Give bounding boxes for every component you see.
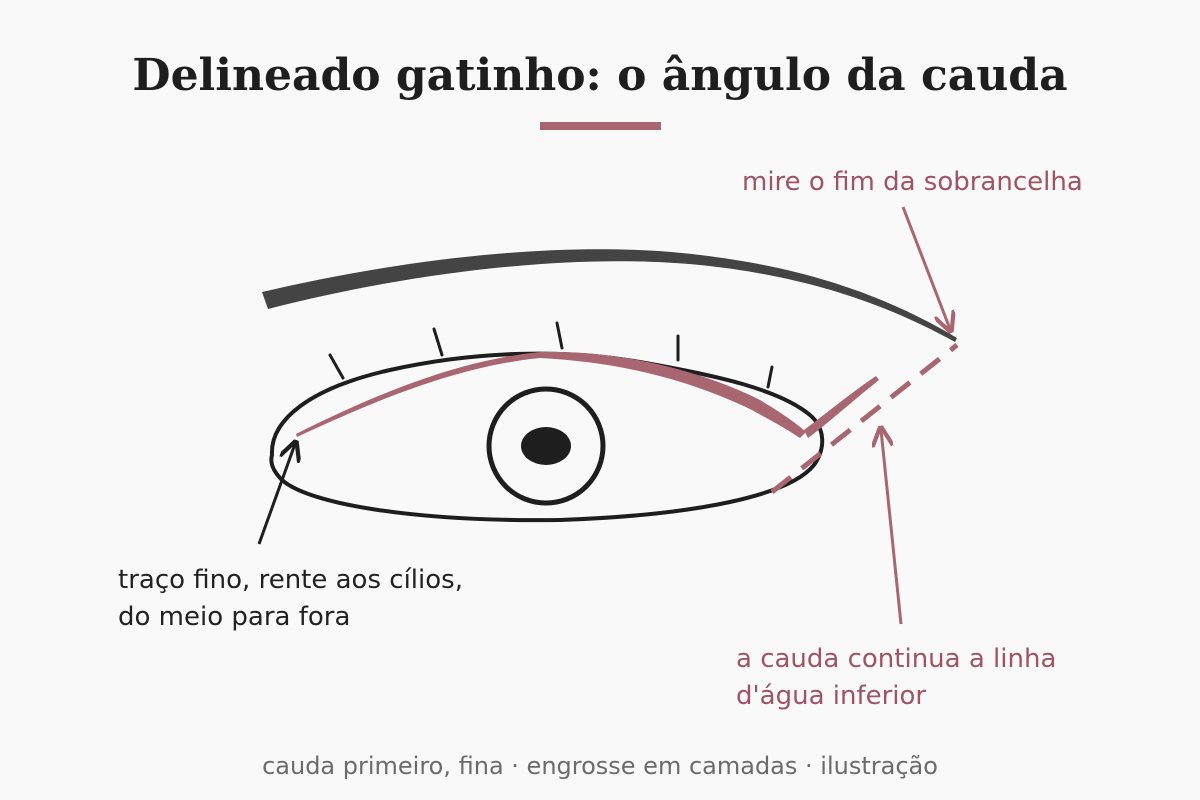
eyelash: [432, 327, 444, 357]
title-underline: [540, 122, 661, 130]
eyelash: [766, 365, 774, 389]
brow-target-arrow: [901, 206, 950, 329]
tail-direction-arrow: [881, 430, 903, 625]
footer-caption: cauda primeiro, fina · engrosse em camad…: [262, 752, 938, 780]
lash-line-arrow: [257, 444, 295, 545]
eyelash: [328, 353, 345, 380]
iris: [486, 386, 606, 506]
pupil: [521, 427, 571, 465]
tail-guide-line: [770, 343, 959, 494]
eyebrow-shape: [262, 249, 957, 342]
eyeliner-wing-tail: [804, 376, 879, 438]
page-title: Delineado gatinho: o ângulo da cauda: [132, 50, 1068, 101]
tail-direction-note-line: a cauda continua a linha: [736, 644, 1057, 674]
tail-direction-note: a cauda continua a linha d'água inferior: [736, 641, 1056, 715]
eye-outline: [269, 351, 825, 523]
eyeliner-stroke: [296, 351, 806, 438]
eyelashes: [328, 321, 774, 389]
lash-line-note: traço fino, rente aos cílios, do meio pa…: [118, 562, 463, 636]
lash-line-note-line: do meio para fora: [118, 602, 351, 632]
tail-direction-note-line: d'água inferior: [736, 681, 927, 711]
brow-target-note: mire o fim da sobrancelha: [742, 167, 1083, 197]
lash-line-note-line: traço fino, rente aos cílios,: [118, 565, 463, 595]
eyelash: [555, 321, 564, 350]
